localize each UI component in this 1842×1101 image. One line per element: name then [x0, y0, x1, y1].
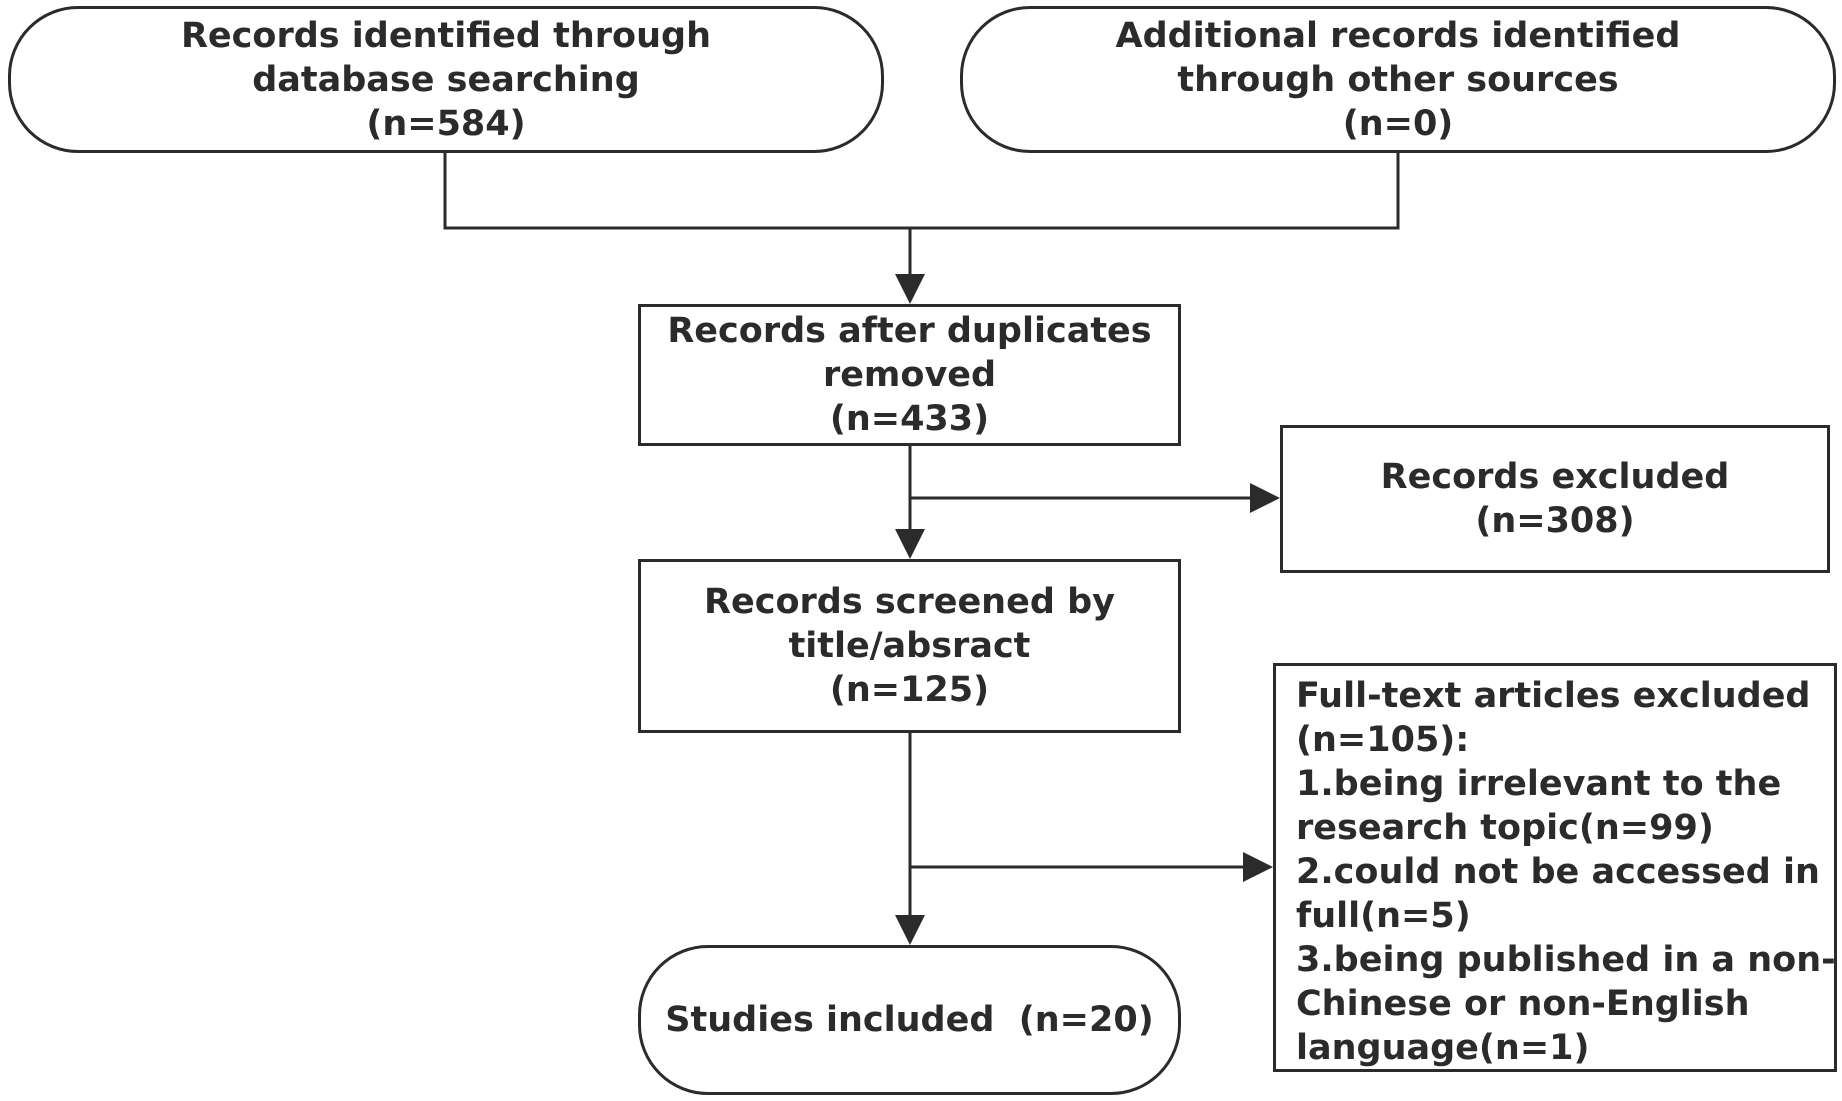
box-line: Records after duplicates — [667, 311, 1152, 351]
box-line: (n=0) — [1342, 103, 1454, 144]
box-line: Full-text articles excluded — [1296, 676, 1811, 716]
box-line: Records screened by — [704, 582, 1115, 622]
studies-included-box: Studies included (n=20) — [638, 945, 1181, 1095]
after-duplicates-box: Records after duplicates removed (n=433) — [638, 304, 1181, 446]
box-line: (n=433) — [829, 399, 990, 439]
box-line: removed — [822, 355, 997, 395]
box-line: (n=105): — [1296, 720, 1470, 760]
box-line: (n=308) — [1475, 501, 1635, 541]
box-line: 1.being irrelevant to the — [1296, 764, 1782, 804]
box-line: full(n=5) — [1296, 896, 1471, 936]
box-line: (n=584) — [366, 103, 526, 144]
box-line: language(n=1) — [1296, 1028, 1590, 1068]
box-line: Studies included (n=20) — [665, 1000, 1154, 1040]
box-line: through other sources — [1177, 59, 1619, 100]
screened-box: Records screened by title/absract (n=125… — [638, 559, 1181, 733]
box-line: database searching — [252, 59, 640, 100]
box-line: (n=125) — [829, 670, 990, 710]
box-line: Additional records identified — [1115, 15, 1681, 56]
other-sources-box: Additional records identified through ot… — [960, 6, 1836, 153]
box-line: Records identified through — [180, 15, 711, 56]
box-line: Chinese or non-English — [1296, 984, 1750, 1024]
fulltext-excluded-box: Full-text articles excluded (n=105): 1.b… — [1273, 663, 1837, 1072]
box-line: 3.being published in a non- — [1296, 940, 1836, 980]
database-records-box: Records identified through database sear… — [8, 6, 884, 153]
merge-connector — [443, 152, 1400, 230]
box-line: 2.could not be accessed in — [1296, 852, 1820, 892]
box-line: research topic(n=99) — [1296, 808, 1714, 848]
records-excluded-box: Records excluded (n=308) — [1280, 425, 1830, 573]
box-line: title/absract — [788, 626, 1031, 666]
box-line: Records excluded — [1380, 457, 1730, 497]
